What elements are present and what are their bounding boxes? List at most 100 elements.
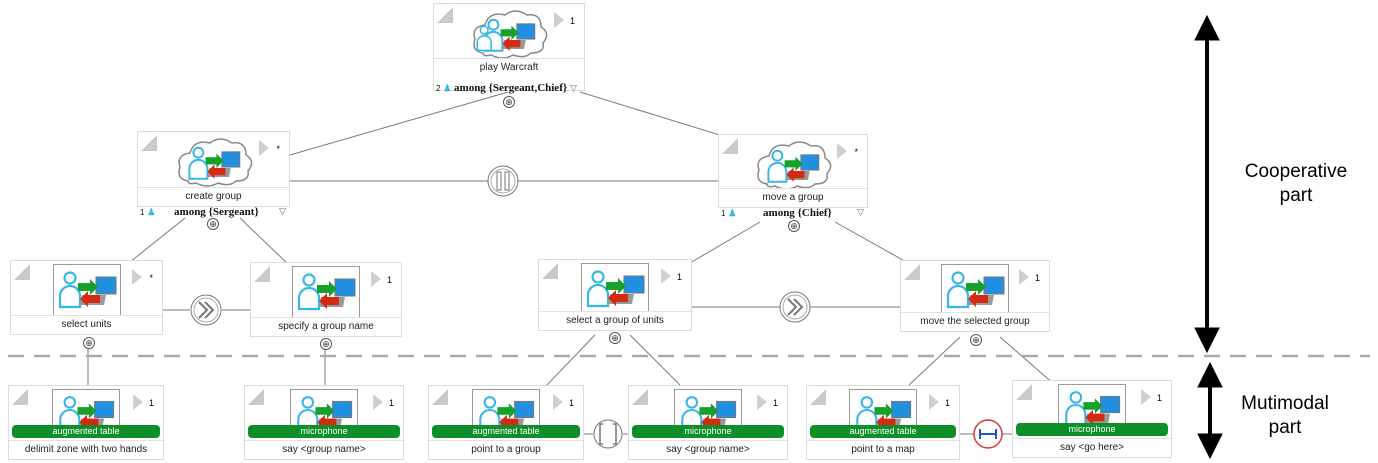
interaction-task-icon — [292, 266, 360, 318]
interaction-task-icon — [52, 389, 120, 431]
interaction-task-icon — [290, 389, 358, 431]
task-label: select units — [11, 315, 162, 333]
multiplicity: 1 — [148, 398, 154, 408]
leaf-task-delimit-zone[interactable]: 1 augmented table delimit zone with two … — [8, 385, 164, 460]
leaf-task-point-to-map[interactable]: 1 augmented table point to a map — [806, 385, 960, 460]
play-icon — [1019, 269, 1029, 285]
cooperative-task-icon — [173, 135, 254, 189]
mask-icon: ▽ — [569, 83, 577, 93]
link-move-select-group — [689, 221, 761, 264]
task-corner-icon — [632, 389, 648, 405]
task-move-a-group[interactable]: * move a group — [718, 134, 868, 208]
play-icon — [554, 12, 564, 28]
expand-icon[interactable]: ⊕ — [788, 220, 800, 232]
multiplicity: 1 — [676, 272, 682, 282]
task-label: say <group name> — [629, 440, 787, 458]
multiplicity: * — [149, 273, 153, 283]
task-corner-icon — [432, 389, 448, 405]
task-play-warcraft[interactable]: 1 play Warcraft — [433, 3, 585, 91]
expand-icon[interactable]: ⊕ — [207, 218, 219, 230]
multiplicity: 1 — [944, 398, 950, 408]
concurrency-operator-icon — [487, 165, 519, 197]
task-create-group[interactable]: * create group — [137, 131, 290, 207]
task-move-selected-group[interactable]: 1 move the selected group — [900, 260, 1050, 332]
task-label: move the selected group — [901, 312, 1049, 330]
multiplicity: 1 — [569, 16, 575, 26]
enabling-operator-icon — [779, 291, 811, 323]
task-specify-group-name[interactable]: 1 specify a group name — [250, 262, 402, 337]
interaction-task-icon — [941, 264, 1009, 316]
task-label: move a group — [719, 188, 867, 206]
play-icon — [373, 394, 383, 410]
leaf-task-say-group-name-2[interactable]: 1 microphone say <group name> — [628, 385, 788, 460]
cooperative-arrow-up — [1194, 14, 1220, 41]
task-label: point to a group — [429, 440, 583, 458]
device-badge: augmented table — [810, 425, 956, 438]
task-corner-icon — [12, 389, 28, 405]
multimodal-label-line2: part — [1268, 417, 1302, 438]
interaction-task-icon — [849, 389, 917, 431]
task-corner-icon — [141, 135, 157, 151]
leaf-task-say-go-here[interactable]: 1 microphone say <go here> — [1012, 380, 1172, 458]
expand-icon[interactable]: ⊕ — [83, 337, 95, 349]
task-label: say <go here> — [1013, 438, 1171, 456]
link-move-selected-leaf-b — [999, 336, 1056, 386]
task-corner-icon — [904, 264, 920, 280]
person-icon: ♟ — [728, 208, 737, 218]
play-icon — [1141, 389, 1151, 405]
range-operator-icon — [973, 419, 1003, 449]
expand-icon[interactable]: ⊕ — [320, 338, 332, 350]
expand-icon[interactable]: ⊕ — [970, 334, 982, 346]
role-row: 1 ♟ among {Chief} ▽ — [721, 207, 868, 219]
link-root-create-group — [289, 91, 509, 156]
interaction-task-icon — [581, 263, 649, 315]
task-corner-icon — [254, 266, 270, 282]
play-icon — [837, 143, 847, 159]
cooperative-task-icon — [469, 7, 549, 61]
play-icon — [133, 394, 143, 410]
role-text: among {Chief} — [763, 207, 832, 219]
order-independence-operator-icon — [593, 419, 623, 449]
play-icon — [259, 140, 269, 156]
role-row: 1 ♟ among {Sergeant} ▽ — [140, 206, 290, 218]
mask-icon: ▽ — [279, 206, 286, 216]
person-icon: ♟ — [147, 207, 156, 217]
role-count: 1 — [140, 208, 145, 217]
person-icon: ♟ — [443, 83, 452, 93]
multiplicity: 1 — [388, 398, 394, 408]
role-count: 1 — [721, 209, 726, 218]
link-create-specify-name — [239, 217, 291, 267]
link-select-group-leaf-a — [544, 334, 596, 388]
cooperative-arrow-down — [1194, 327, 1220, 354]
link-move-selected-group — [834, 221, 911, 265]
play-icon — [929, 394, 939, 410]
task-label: say <group name> — [245, 440, 403, 458]
task-corner-icon — [248, 389, 264, 405]
multiplicity: 1 — [568, 398, 574, 408]
multiplicity: 1 — [1034, 273, 1040, 283]
task-select-group-of-units[interactable]: 1 select a group of units — [538, 259, 692, 331]
multiplicity: * — [276, 144, 280, 154]
cooperative-label-line2: part — [1279, 185, 1313, 206]
task-corner-icon — [810, 389, 826, 405]
task-label: select a group of units — [539, 311, 691, 329]
device-badge: augmented table — [12, 425, 160, 438]
task-corner-icon — [1016, 384, 1032, 400]
task-label: play Warcraft — [434, 58, 584, 76]
link-select-group-leaf-b — [629, 334, 681, 386]
multimodal-part-label: Mutimodal part — [1230, 392, 1340, 440]
task-select-units[interactable]: * select units — [10, 260, 163, 335]
multimodal-arrow-down — [1197, 433, 1223, 460]
leaf-task-point-to-group[interactable]: 1 augmented table point to a group — [428, 385, 584, 460]
device-badge: microphone — [248, 425, 400, 438]
enabling-operator-icon — [190, 294, 222, 326]
expand-icon[interactable]: ⊕ — [609, 332, 621, 344]
task-label: point to a map — [807, 440, 959, 458]
leaf-task-say-group-name[interactable]: 1 microphone say <group name> — [244, 385, 404, 460]
play-icon — [757, 394, 767, 410]
role-text: among {Sergeant,Chief} — [454, 82, 568, 94]
interaction-task-icon — [52, 264, 121, 316]
multimodal-label-line1: Mutimodal — [1241, 393, 1329, 414]
expand-icon[interactable]: ⊕ — [503, 96, 515, 108]
play-icon — [661, 268, 671, 284]
